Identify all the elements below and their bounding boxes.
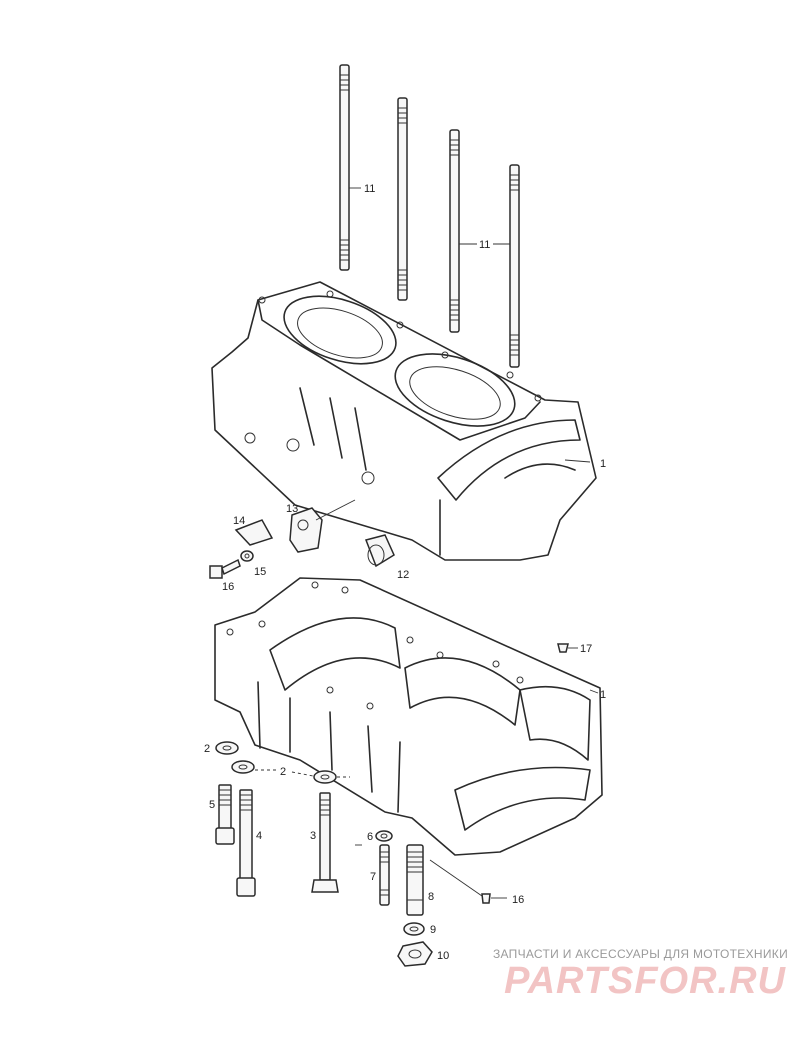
- bolt-16-upper: [209, 558, 241, 579]
- stud-3: [449, 129, 460, 333]
- lower-crankcase-half: [214, 577, 603, 856]
- watermark-tagline: ЗАПЧАСТИ И АКСЕССУАРЫ ДЛЯ МОТОТЕХНИКИ: [492, 947, 788, 961]
- stud-4: [509, 164, 520, 368]
- callout-1-upper: 1: [600, 458, 606, 470]
- callout-5: 5: [209, 799, 215, 811]
- nut-10: [397, 941, 433, 967]
- callout-2-right: 2: [280, 766, 286, 778]
- callout-13: 13: [286, 503, 298, 515]
- washer-15: [240, 550, 254, 562]
- bracket-13: [289, 507, 323, 553]
- stud-11-group: [339, 64, 520, 368]
- watermark-logo: PARTSFOR.RU: [504, 960, 786, 1002]
- stud-1: [339, 64, 350, 271]
- plug-17: [557, 643, 578, 653]
- bolt-4: [236, 789, 256, 897]
- callout-6: 6: [367, 831, 373, 843]
- callout-15: 15: [254, 566, 266, 578]
- callout-4: 4: [256, 830, 262, 842]
- small-parts-upper: [209, 499, 395, 579]
- bracket-14: [234, 519, 274, 546]
- callout-16-lower: 16: [512, 894, 524, 906]
- callout-10: 10: [437, 950, 449, 962]
- callout-3: 3: [310, 830, 316, 842]
- stud-8: [406, 844, 424, 916]
- washer-9: [403, 922, 425, 936]
- washer-6: [375, 830, 393, 842]
- callout-16-upper: 16: [222, 581, 234, 593]
- callout-11-lower: 11: [479, 239, 490, 251]
- bolt-3: [311, 792, 339, 893]
- callout-8: 8: [428, 891, 434, 903]
- bushing-12: [364, 534, 395, 568]
- callout-17: 17: [580, 643, 592, 655]
- washers-2: [215, 741, 350, 784]
- plug-16-lower: [429, 859, 507, 904]
- bolt-5: [215, 784, 235, 845]
- callout-12: 12: [397, 569, 409, 581]
- callout-7: 7: [370, 871, 376, 883]
- callout-14: 14: [233, 515, 245, 527]
- callout-labels: 11 11 1 13 14 15 16 12 17 1 2 2 5 4 3 6 …: [204, 183, 606, 962]
- callout-9: 9: [430, 924, 436, 936]
- callout-11-upper: 11: [364, 183, 375, 195]
- stud-7: [379, 844, 390, 906]
- callout-2-left: 2: [204, 743, 210, 755]
- upper-crankcase-half: [211, 281, 597, 561]
- callout-1-lower: 1: [600, 689, 606, 701]
- stud-2: [397, 97, 408, 301]
